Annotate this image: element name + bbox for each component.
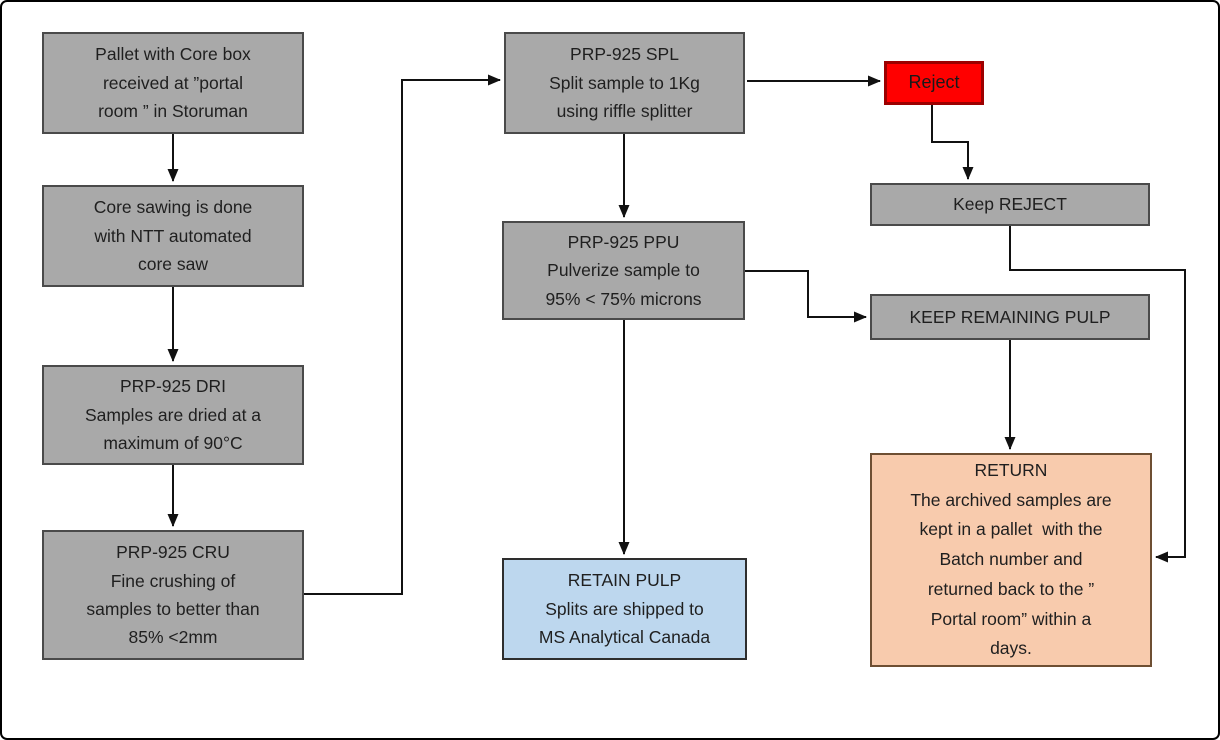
node-return-archived: RETURN The archived samples are kept in …	[870, 453, 1152, 667]
connector-cru-to-spl	[304, 74, 501, 595]
node-prp925-dri: PRP-925 DRI Samples are dried at a maxim…	[42, 365, 304, 465]
node-retain-pulp: RETAIN PULP Splits are shipped to MS Ana…	[502, 558, 747, 660]
node-core-sawing: Core sawing is done with NTT automated c…	[42, 185, 304, 287]
node-pallet-received: Pallet with Core box received at ”portal…	[42, 32, 304, 134]
node-prp925-spl: PRP-925 SPL Split sample to 1Kg using ri…	[504, 32, 745, 134]
node-keep-reject: Keep REJECT	[870, 183, 1150, 226]
node-keep-remaining-pulp: KEEP REMAINING PULP	[870, 294, 1150, 340]
connector-reject-to-keepreject	[931, 105, 974, 180]
node-prp925-cru: PRP-925 CRU Fine crushing of samples to …	[42, 530, 304, 660]
node-reject: Reject	[884, 61, 984, 105]
connector-ppu-to-keepremainingpulp	[745, 270, 867, 323]
node-prp925-ppu: PRP-925 PPU Pulverize sample to 95% < 75…	[502, 221, 745, 320]
